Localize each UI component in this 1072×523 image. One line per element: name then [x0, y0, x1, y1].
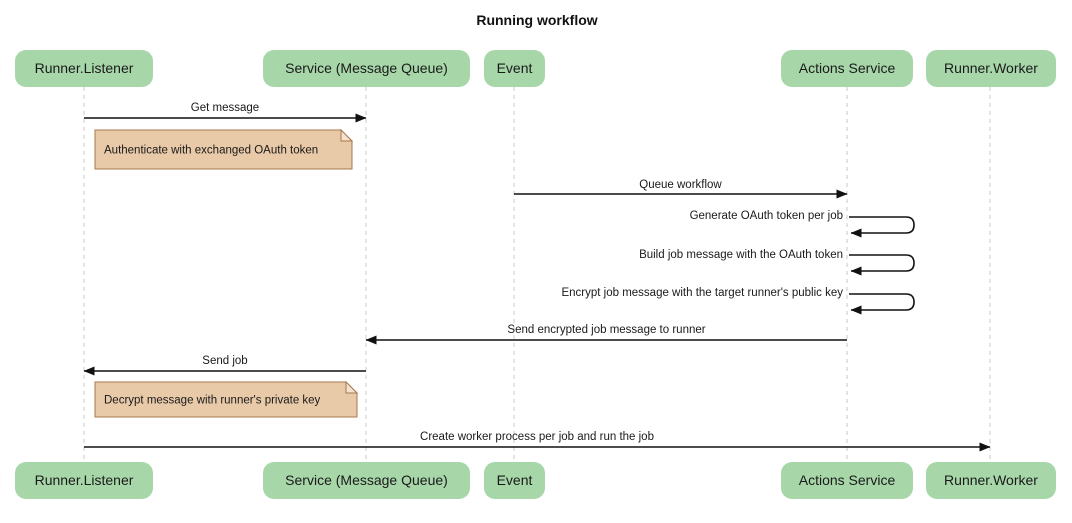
message-send-job[interactable]: Send job [83, 355, 366, 376]
participant-box [15, 462, 153, 499]
participant-label: Service (Message Queue) [285, 60, 448, 76]
message-queue-workflow[interactable]: Queue workflow [514, 179, 848, 199]
participant-runner-listener-footer[interactable]: Runner.Listener [15, 462, 153, 499]
note-label: Decrypt message with runner's private ke… [104, 395, 321, 407]
message-label: Encrypt job message with the target runn… [561, 287, 843, 299]
message-send-encrypted-job-message[interactable]: Send encrypted job message to runner [365, 324, 847, 345]
participant-service-message-queue-header[interactable]: Service (Message Queue) [263, 50, 470, 87]
participant-label: Event [497, 60, 533, 76]
self-message-line [849, 216, 915, 238]
participant-box [781, 462, 913, 499]
participant-label: Actions Service [799, 472, 896, 488]
participant-box [263, 50, 470, 87]
participant-event-header[interactable]: Event [484, 50, 545, 87]
message-build-job-message[interactable]: Build job message with the OAuth token [639, 249, 915, 276]
self-message-line [849, 254, 915, 276]
participant-actions-service-footer[interactable]: Actions Service [781, 462, 913, 499]
note-label: Authenticate with exchanged OAuth token [104, 145, 318, 157]
page-title: Running workflow [476, 12, 597, 28]
participant-runner-worker-footer[interactable]: Runner.Worker [926, 462, 1056, 499]
participant-label: Runner.Listener [35, 60, 134, 76]
participant-box [926, 50, 1056, 87]
note-authenticate-note[interactable]: Authenticate with exchanged OAuth token [94, 128, 354, 170]
notes: Authenticate with exchanged OAuth tokenD… [94, 128, 359, 418]
self-message-line [849, 293, 915, 315]
message-label: Send job [202, 355, 247, 367]
message-generate-oauth-token-per-job[interactable]: Generate OAuth token per job [690, 210, 915, 238]
note-fold-corner-icon [345, 380, 359, 394]
participant-label: Event [497, 472, 533, 488]
message-create-worker-process[interactable]: Create worker process per job and run th… [84, 431, 991, 452]
participant-box [484, 462, 545, 499]
message-encrypt-job-message[interactable]: Encrypt job message with the target runn… [561, 287, 915, 315]
participant-box [926, 462, 1056, 499]
message-get-message[interactable]: Get message [84, 102, 367, 123]
participant-runner-worker-header[interactable]: Runner.Worker [926, 50, 1056, 87]
participant-service-message-queue-footer[interactable]: Service (Message Queue) [263, 462, 470, 499]
participant-box [484, 50, 545, 87]
participant-actions-service-header[interactable]: Actions Service [781, 50, 913, 87]
participant-label: Runner.Worker [944, 472, 1038, 488]
participant-event-footer[interactable]: Event [484, 462, 545, 499]
participant-label: Service (Message Queue) [285, 472, 448, 488]
message-label: Get message [191, 102, 259, 114]
lifelines [83, 87, 991, 462]
message-label: Generate OAuth token per job [690, 210, 843, 222]
note-body [94, 129, 353, 170]
note-body [94, 381, 358, 418]
note-fold-corner-icon [340, 128, 354, 142]
participant-box [263, 462, 470, 499]
participant-label: Runner.Worker [944, 60, 1038, 76]
participant-header-boxes: Runner.Listener Service (Message Queue) Ev… [15, 50, 1056, 87]
participant-label: Runner.Listener [35, 472, 134, 488]
participant-runner-listener-header[interactable]: Runner.Listener [15, 50, 153, 87]
message-label: Send encrypted job message to runner [507, 324, 705, 336]
message-label: Queue workflow [639, 179, 722, 191]
participant-label: Actions Service [799, 60, 896, 76]
note-decrypt-note[interactable]: Decrypt message with runner's private ke… [94, 380, 359, 418]
participant-box [15, 50, 153, 87]
message-label: Create worker process per job and run th… [420, 431, 654, 443]
participant-box [781, 50, 913, 87]
participant-footer-boxes: Runner.Listener Service (Message Queue) Ev… [15, 462, 1056, 499]
message-label: Build job message with the OAuth token [639, 249, 843, 261]
